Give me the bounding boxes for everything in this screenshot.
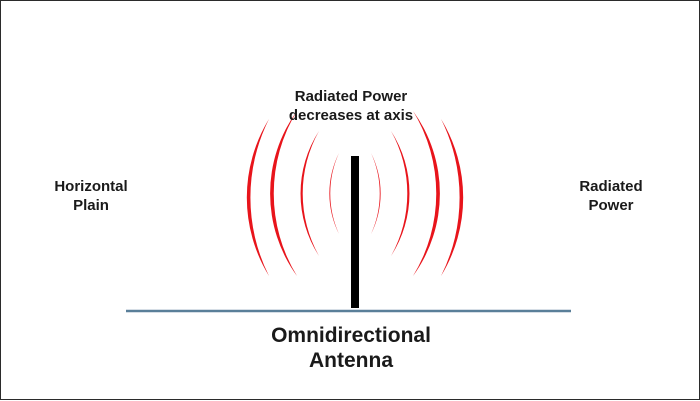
diagram-title-line-1: Omnidirectional	[271, 324, 431, 347]
diagram-title-line-2: Antenna	[309, 349, 393, 373]
horizontal-plain-label-line-2: Plain	[73, 196, 109, 214]
radiated-power-label-line-1: Radiated	[579, 178, 643, 195]
wave-right-3	[413, 111, 440, 276]
axis-power-label: Radiated Power decreases at axis	[251, 88, 451, 126]
radiated-power-label: Radiated Power	[551, 178, 671, 216]
axis-power-label-line-1: Radiated Power	[294, 88, 408, 105]
diagram-title: Omnidirectional Antenna	[201, 323, 501, 373]
axis-power-label-line-2: decreases at axis	[288, 106, 414, 124]
radiated-power-label-line-2: Power	[588, 196, 634, 214]
radiation-waves-left	[246, 111, 339, 276]
antenna-mast	[351, 156, 359, 308]
wave-left-2	[300, 131, 319, 256]
wave-left-3	[270, 111, 297, 276]
horizontal-plain-label: Horizontal Plain	[31, 178, 151, 216]
horizontal-plain-label-line-1: Horizontal	[54, 178, 128, 195]
wave-right-1	[371, 153, 381, 234]
wave-right-2	[391, 131, 410, 256]
wave-left-4	[246, 119, 269, 276]
wave-left-1	[329, 153, 339, 234]
wave-right-4	[441, 119, 464, 276]
radiation-waves-right	[371, 111, 464, 276]
